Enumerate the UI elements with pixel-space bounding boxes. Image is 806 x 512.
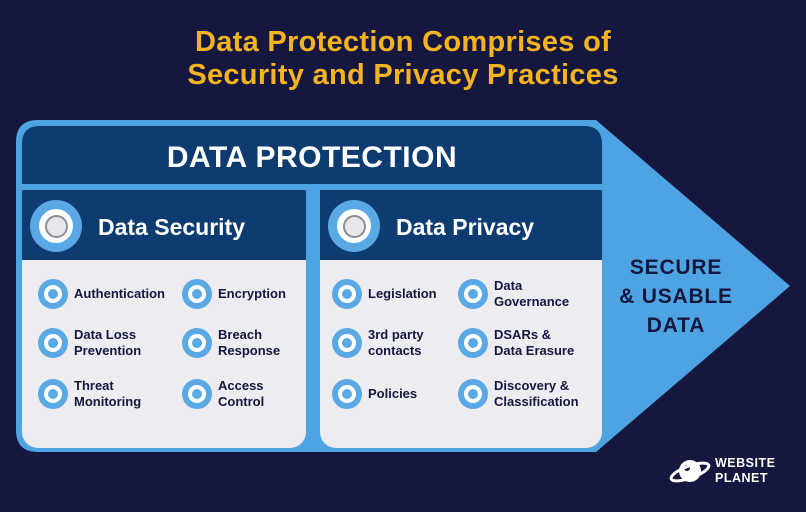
bullet-icon [182, 328, 212, 358]
item-label: Threat Monitoring [74, 378, 142, 409]
item-label: Authentication [74, 286, 165, 301]
title-line-2: Security and Privacy Practices [187, 59, 619, 91]
data-security-body: Authentication Encryption Data Loss Prev… [22, 260, 306, 448]
target-icon [328, 200, 380, 252]
item-label: Discovery & Classification [494, 378, 579, 409]
data-privacy-title: Data Privacy [396, 214, 535, 240]
data-privacy-body: Legislation Data Governance 3rd party co… [320, 260, 602, 448]
bullet-icon [332, 279, 362, 309]
item-label: Legislation [368, 286, 437, 301]
website-planet-logo: WEBSITE PLANET [668, 453, 778, 489]
planet-logo-icon [669, 460, 711, 483]
bullet-icon [38, 279, 68, 309]
bullet-icon [182, 279, 212, 309]
item-label: Data Governance [494, 278, 570, 309]
header-band [22, 126, 602, 184]
data-privacy-panel: Data Privacy Legislation Data Governance… [320, 190, 602, 448]
item-label: Breach Response [218, 327, 281, 358]
secure-usable-data-label: SECURE & USABLE DATA [619, 256, 733, 337]
bullet-icon [332, 328, 362, 358]
item-label: Access Control [218, 378, 265, 409]
bullet-icon [458, 328, 488, 358]
bullet-icon [38, 379, 68, 409]
title-line-1: Data Protection Comprises of [194, 26, 612, 58]
data-security-title: Data Security [98, 214, 246, 240]
bullet-icon [458, 279, 488, 309]
data-security-header: Data Security [22, 190, 306, 260]
target-icon [30, 200, 82, 252]
data-privacy-header: Data Privacy [320, 190, 602, 260]
bullet-icon [182, 379, 212, 409]
item-label: Encryption [218, 286, 286, 301]
item-label: Policies [368, 386, 418, 401]
bullet-icon [38, 328, 68, 358]
bullet-icon [332, 379, 362, 409]
data-protection-header: DATA PROTECTION [166, 141, 458, 174]
item-label: DSARs & Data Erasure [494, 327, 575, 358]
item-label: Data Loss Prevention [74, 327, 142, 358]
item-label: 3rd party contacts [368, 327, 424, 358]
data-security-panel: Data Security Authentication Encryption … [22, 190, 306, 448]
page-title: Data Protection Comprises of Security an… [0, 26, 806, 92]
bullet-icon [458, 379, 488, 409]
logo-text: WEBSITE PLANET [715, 456, 776, 485]
